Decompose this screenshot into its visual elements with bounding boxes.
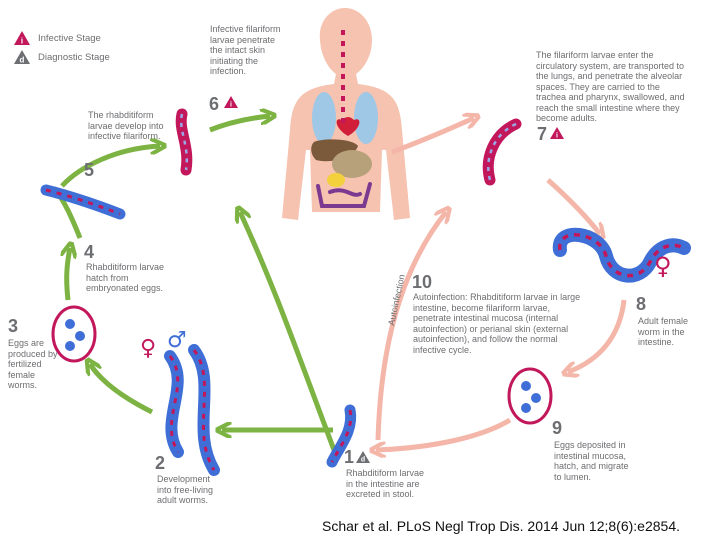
right-lung (354, 92, 378, 144)
egg-stage-3 (51, 305, 97, 363)
svg-text:i: i (21, 37, 23, 46)
stage-10-text-block: Autoinfection: Rhabditiform larvae in la… (413, 292, 581, 355)
stage-8-text: Adult female worm in the intestine. (638, 316, 689, 347)
human-body-figure (282, 8, 410, 220)
stage-2-text: Development into free-living adult worms… (157, 474, 214, 505)
worm-stage-2-female (188, 344, 220, 476)
arrow-1-to-6 (240, 212, 337, 451)
stage-6-infective-icon: i (224, 96, 238, 109)
stage-10-number: 10 (412, 272, 433, 292)
arrow-2-to-3 (90, 364, 154, 415)
stomach (332, 150, 372, 178)
arrow-8-to-9 (568, 299, 627, 372)
left-lung (312, 92, 336, 144)
svg-text:i: i (230, 102, 232, 109)
gallbladder (327, 173, 345, 187)
worm-stage-1 (326, 404, 357, 468)
arrow-7-to-8 (546, 178, 600, 234)
stage-5-text: The rhabditiform larvae develop into inf… (88, 110, 164, 141)
female-symbol-stage-8: ♀ (654, 252, 672, 280)
stage-3-number: 3 (8, 316, 19, 336)
stage-7-number: 7 (537, 124, 548, 144)
stage-4-text: Rhabditiform larvae hatch from embryonat… (86, 262, 165, 293)
infective-stage-icon: i (14, 31, 30, 46)
arrow-3-to-4 (67, 248, 70, 301)
legend-infective-label: Infective Stage (38, 33, 101, 44)
legend-diagnostic: Diagnostic Stage (38, 52, 110, 63)
svg-text:i: i (556, 133, 558, 140)
legend-diagnostic-label: Diagnostic Stage (38, 52, 110, 63)
svg-text:d: d (20, 56, 25, 65)
diagnostic-stage-icon: d (14, 50, 30, 65)
stage-6-text: Infective filariform larvae penetrate th… (210, 24, 281, 76)
arrow-5-to-6 (60, 146, 160, 188)
stage-1-diagnostic-icon: d (356, 451, 370, 464)
stage-3-text: Eggs are produced by fertilized female w… (8, 338, 58, 390)
stage-5-number: 5 (84, 160, 95, 180)
stage-8-number: 8 (636, 294, 647, 314)
worm-stage-5 (40, 184, 126, 220)
autoinfection-arrow-label: Autoinfection (386, 273, 407, 326)
svg-text:d: d (361, 457, 365, 464)
organs (311, 92, 378, 208)
stage-2-number: 2 (155, 453, 166, 473)
stage-9-number: 9 (552, 418, 563, 438)
stage-6-number: 6 (209, 94, 220, 114)
legend-infective: Infective Stage (38, 33, 101, 44)
female-symbol-stage-2: ♀ (140, 336, 157, 361)
stage-7-infective-icon: i (550, 127, 564, 140)
stage-9-text: Eggs deposited in intestinal mucosa, hat… (554, 440, 629, 482)
stage-1-text: Rhabditiform larvae in the intestine are… (346, 468, 425, 499)
stage-10-title: Autoinfection: (413, 292, 468, 302)
stage-4-number: 4 (84, 242, 95, 262)
citation-bar: Schar et al. PLoS Negl Trop Dis. 2014 Ju… (0, 512, 720, 540)
egg-stage-9 (507, 367, 553, 425)
worm-stage-2-male (164, 350, 184, 458)
stage-7-text: The filariform larvae enter the circulat… (536, 50, 685, 123)
male-symbol-stage-2: ♂ (167, 328, 187, 353)
stage-1-number: 1 (344, 447, 355, 467)
arrow-body-to-7 (391, 118, 474, 155)
citation-text: Schar et al. PLoS Negl Trop Dis. 2014 Ju… (322, 518, 680, 534)
worm-stage-7 (482, 118, 522, 186)
stage-10-text: Rhabditiform larvae in large intestine, … (413, 292, 581, 355)
worm-stage-6 (175, 108, 193, 176)
arrow-autoinfection (375, 212, 446, 441)
arrow-6-to-body (209, 116, 270, 133)
arrow-9-to-1 (376, 417, 512, 450)
worm-stage-8 (552, 227, 691, 283)
intestines (316, 182, 372, 208)
